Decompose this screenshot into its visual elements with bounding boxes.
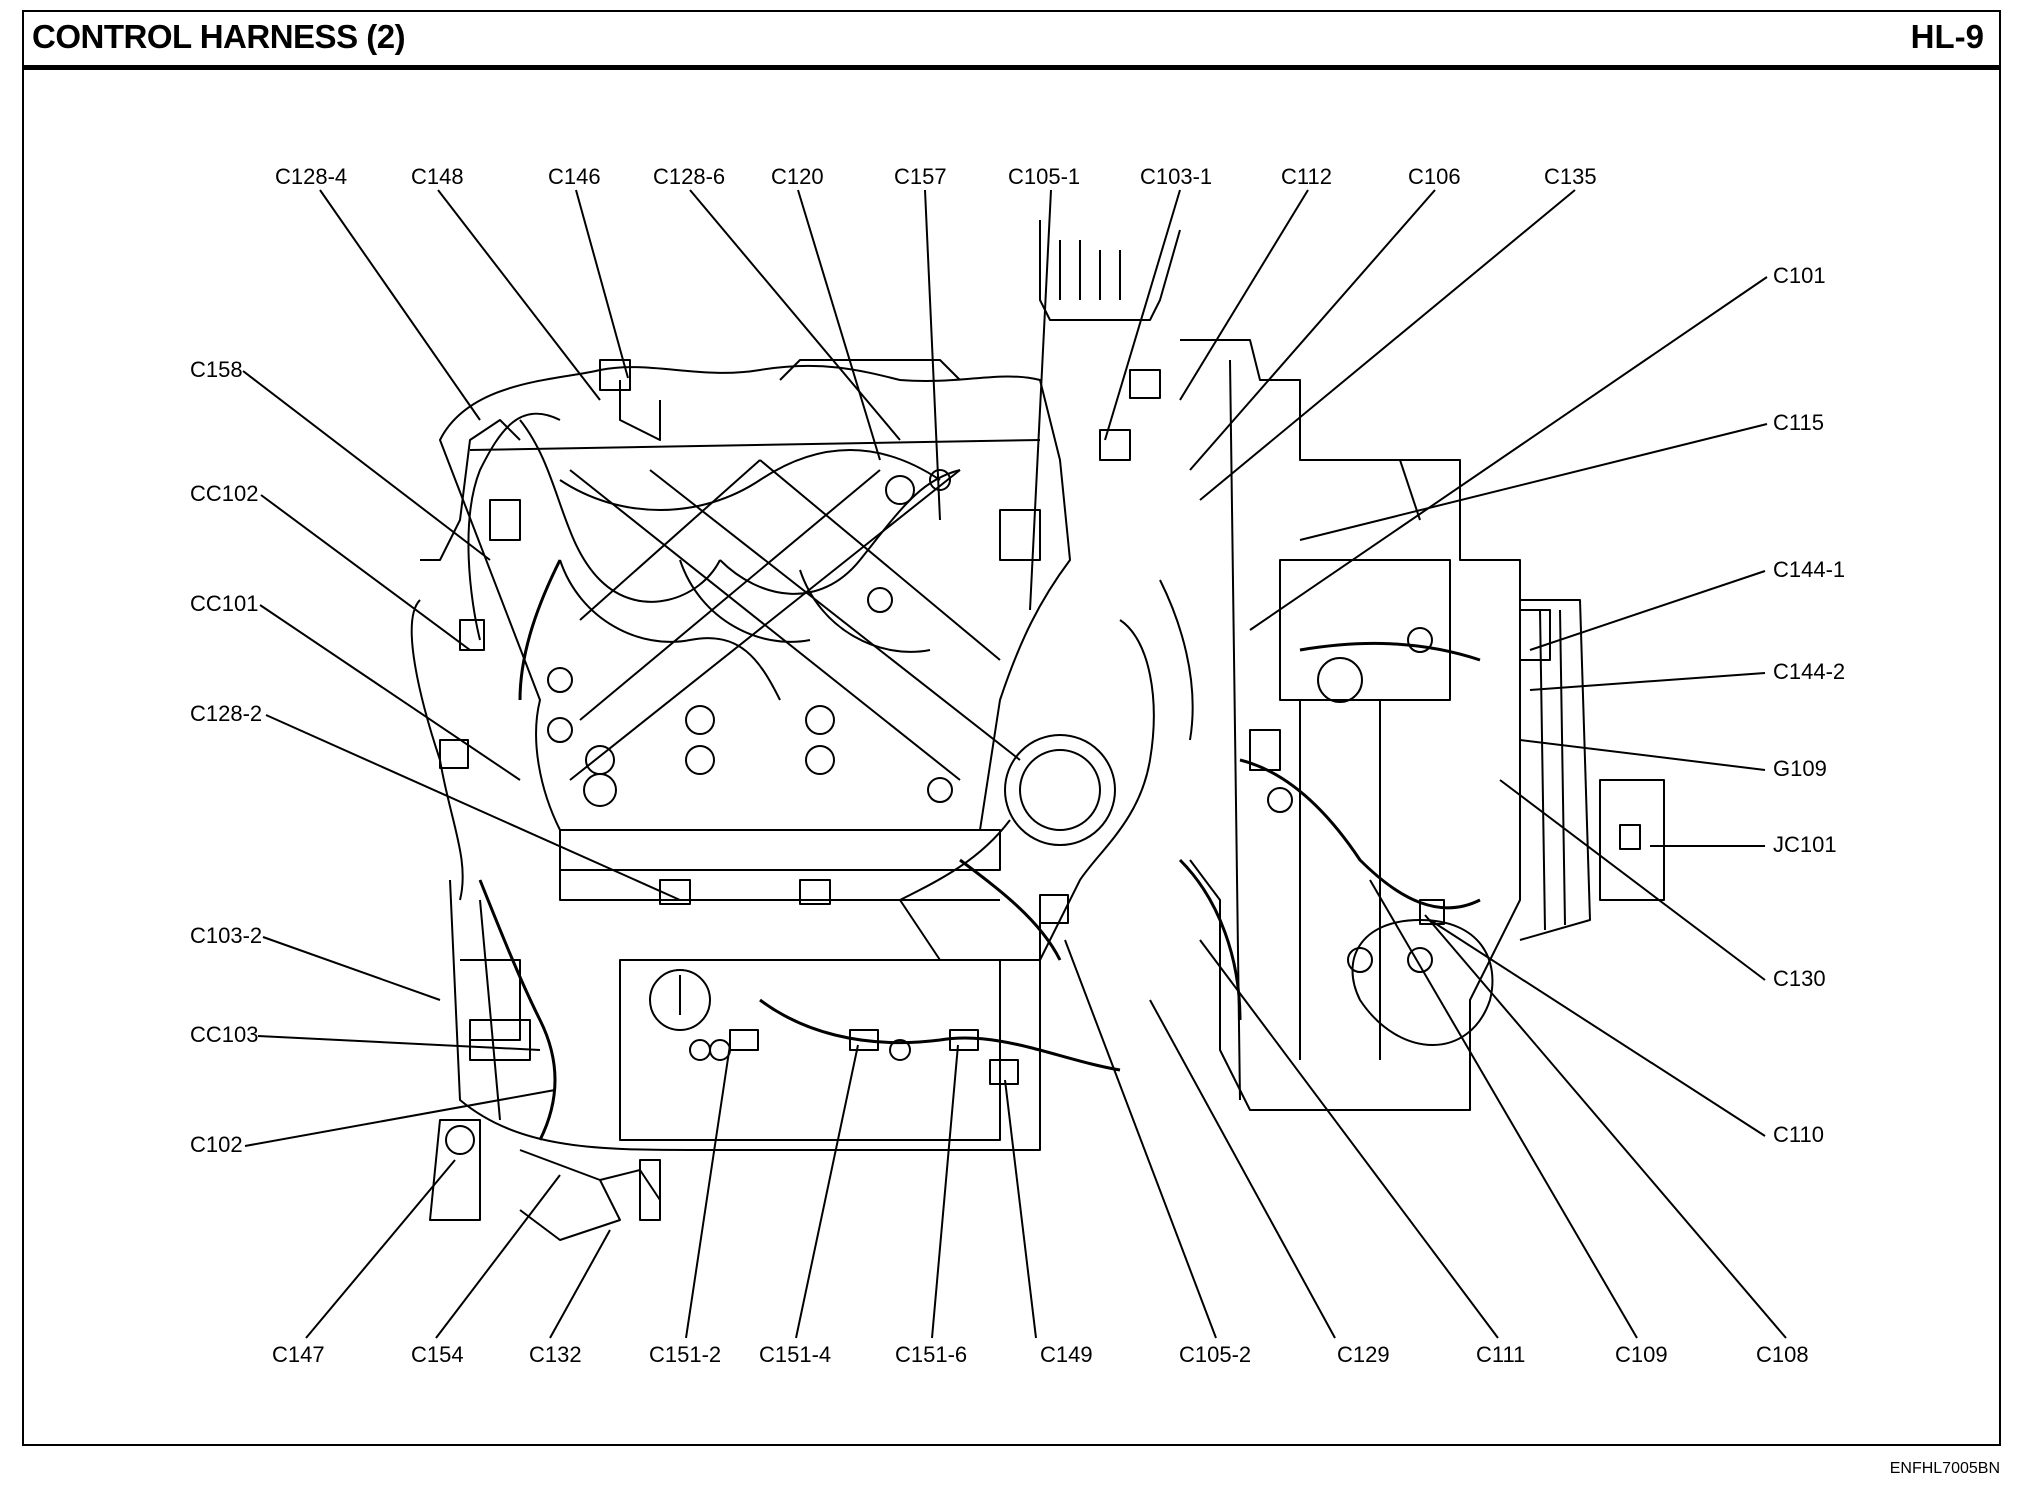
callout-labels: C128-4 C148 C146 C128-6 C120 C157 C105-1… <box>190 164 1845 1367</box>
callout-label: C115 <box>1773 410 1824 435</box>
callout-label: C102 <box>190 1132 243 1157</box>
callout-label: C158 <box>190 357 243 382</box>
callout-label: C135 <box>1544 164 1597 189</box>
callout-label: G109 <box>1773 756 1827 781</box>
callout-label: C103-2 <box>190 923 262 948</box>
callout-label: C148 <box>411 164 464 189</box>
callout-label: C105-1 <box>1008 164 1080 189</box>
page-title: CONTROL HARNESS (2) <box>32 18 406 55</box>
page-number: HL-9 <box>1910 18 1984 55</box>
callout-label: CC103 <box>190 1022 258 1047</box>
callout-label: C151-6 <box>895 1342 967 1367</box>
callout-label: C106 <box>1408 164 1461 189</box>
callout-label: C128-6 <box>653 164 725 189</box>
callout-label: C149 <box>1040 1342 1093 1367</box>
callout-label: CC101 <box>190 591 258 616</box>
callout-label: C130 <box>1773 966 1826 991</box>
callout-label: C128-2 <box>190 701 262 726</box>
callout-label: C144-1 <box>1773 557 1845 582</box>
callout-label: CC102 <box>190 481 258 506</box>
callout-label: C144-2 <box>1773 659 1845 684</box>
callout-label: C111 <box>1476 1342 1525 1367</box>
page-frame <box>22 10 2001 1446</box>
callout-leader-lines <box>242 189 1787 1339</box>
document-code: ENFHL7005BN <box>1889 1460 2000 1477</box>
callout-label: C132 <box>529 1342 582 1367</box>
callout-label: C128-4 <box>275 164 347 189</box>
callout-label: C112 <box>1281 164 1332 189</box>
callout-label: C151-4 <box>759 1342 831 1367</box>
callout-label: C109 <box>1615 1342 1668 1367</box>
callout-label: C154 <box>411 1342 464 1367</box>
callout-label: C101 <box>1773 263 1826 288</box>
header-divider <box>22 65 2001 70</box>
callout-label: C157 <box>894 164 947 189</box>
callout-label: C110 <box>1773 1122 1824 1147</box>
callout-label: C129 <box>1337 1342 1390 1367</box>
callout-label: C108 <box>1756 1342 1809 1367</box>
callout-label: C151-2 <box>649 1342 721 1367</box>
engine-drawing <box>410 220 1665 1241</box>
callout-label: C147 <box>272 1342 325 1367</box>
callout-label: C120 <box>771 164 824 189</box>
callout-label: C105-2 <box>1179 1342 1251 1367</box>
callout-label: JC101 <box>1773 832 1837 857</box>
callout-label: C146 <box>548 164 601 189</box>
callout-label: C103-1 <box>1140 164 1212 189</box>
